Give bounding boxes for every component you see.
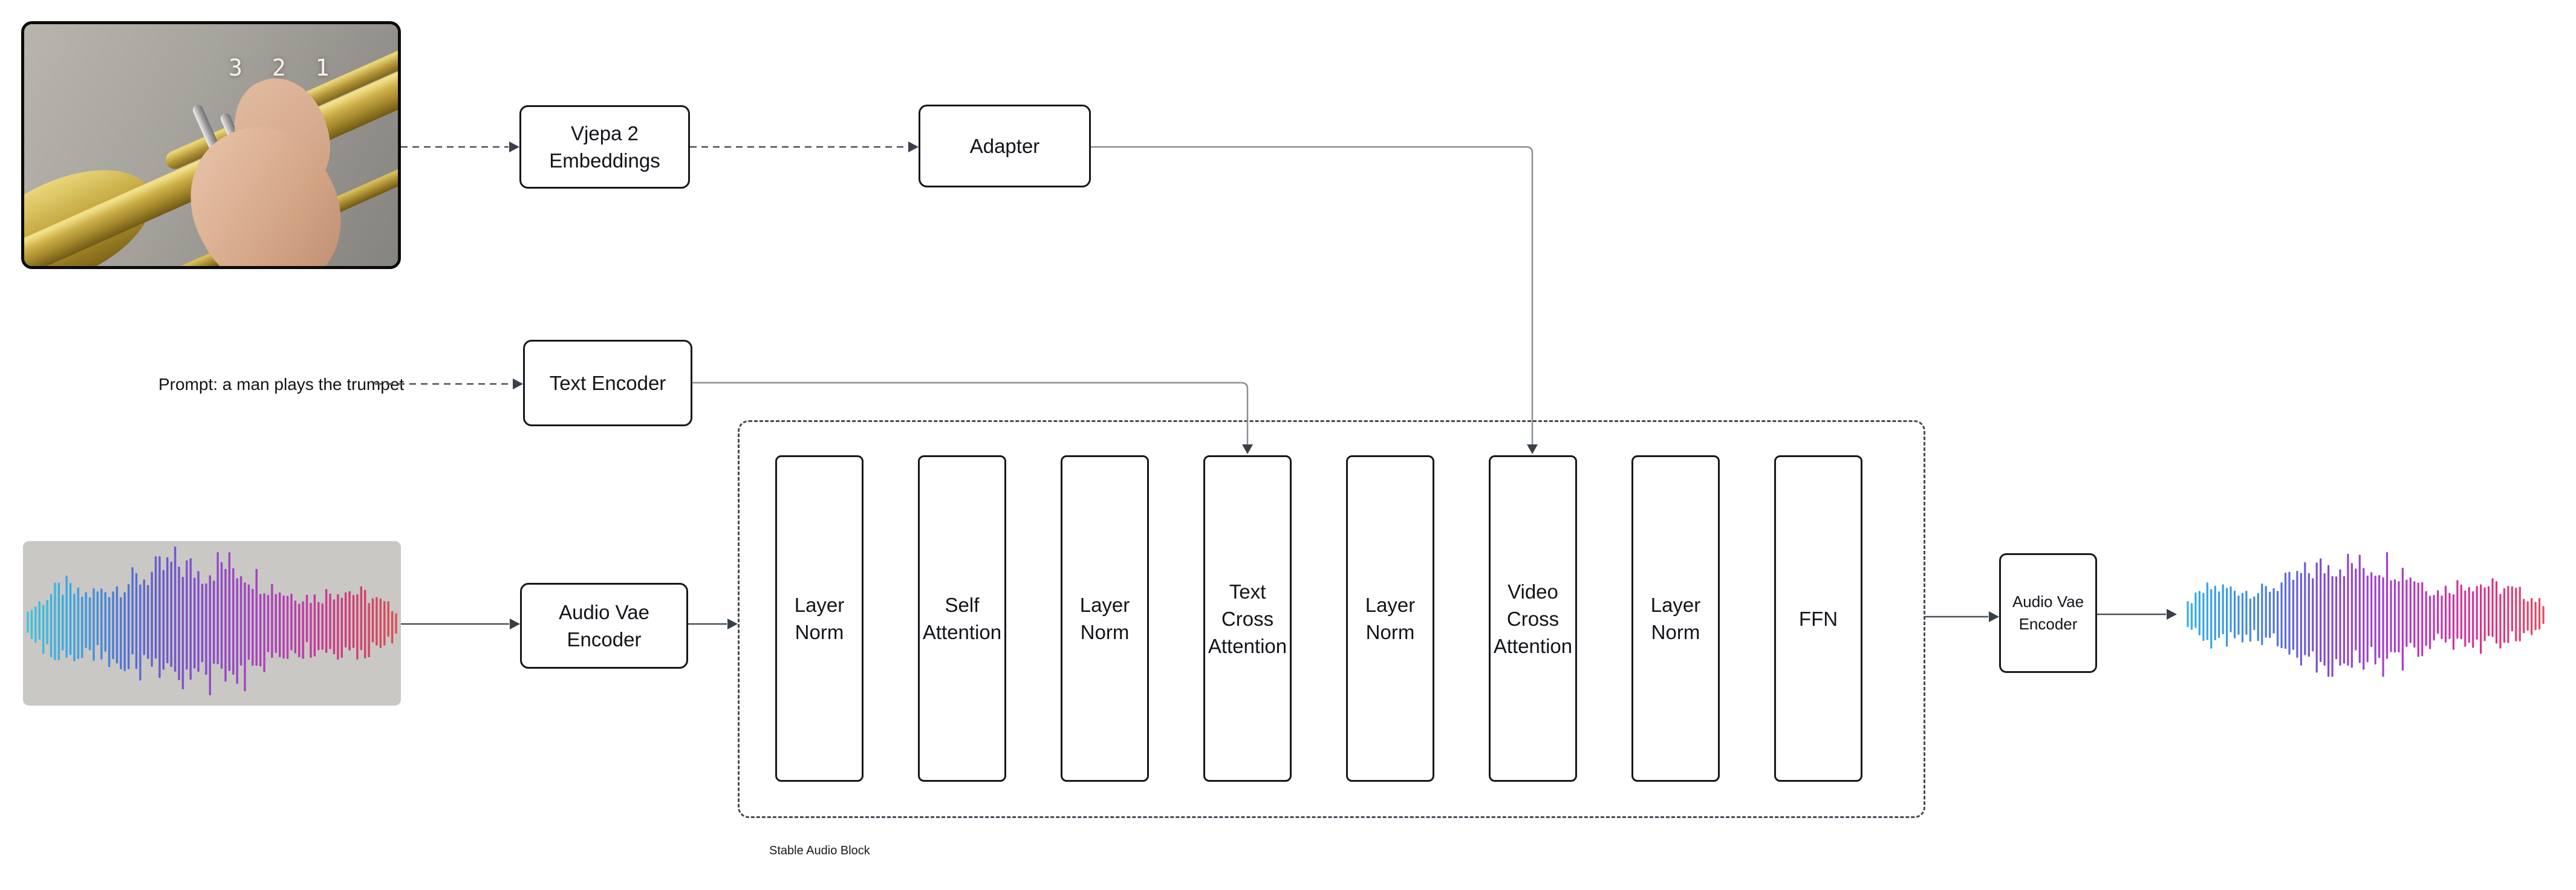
arrowhead	[509, 141, 519, 152]
input-audio-waveform	[23, 541, 401, 706]
countdown-overlay: 3 2 1	[229, 54, 337, 81]
layer-norm-3-box: Layer Norm	[1346, 455, 1434, 782]
audio-vae-encoder-label: Audio Vae Encoder	[559, 601, 649, 651]
output-waveform-svg	[2187, 551, 2545, 677]
layer-norm-3-label: Layer Norm	[1365, 594, 1416, 643]
layer-norm-1-box: Layer Norm	[775, 455, 864, 782]
video-cross-attention-box: Video Cross Attention	[1489, 455, 1577, 782]
text-cross-attention-box: Text Cross Attention	[1203, 455, 1292, 782]
arrowhead	[727, 619, 738, 629]
output-audio-waveform	[2183, 550, 2548, 678]
arrowhead	[1989, 611, 1999, 622]
arrowhead	[2167, 609, 2177, 620]
stable-audio-block-caption: Stable Audio Block	[769, 844, 870, 857]
text-encoder-label: Text Encoder	[549, 372, 666, 394]
audio-vae-encoder-output-node: Audio Vae Encoder	[1999, 553, 2097, 673]
video-cross-attention-label: Video Cross Attention	[1493, 580, 1573, 657]
self-attention-label: Self Attention	[922, 594, 1002, 643]
arrowhead	[908, 141, 919, 152]
layer-norm-2-box: Layer Norm	[1061, 455, 1149, 782]
layer-norm-4-box: Layer Norm	[1631, 455, 1720, 782]
input-waveform-svg	[27, 546, 397, 696]
layer-norm-1-label: Layer Norm	[794, 594, 845, 643]
ffn-box: FFN	[1774, 455, 1862, 782]
ffn-label: FFN	[1798, 607, 1838, 630]
adapter-label: Adapter	[969, 135, 1040, 157]
self-attention-box: Self Attention	[918, 455, 1006, 782]
adapter-to-video-cross-attention-arrow	[1091, 146, 1534, 444]
audio-vae-encoder-node: Audio Vae Encoder	[520, 583, 688, 669]
arrowhead	[510, 619, 520, 629]
vjepa-embeddings-label: Vjepa 2 Embeddings	[549, 122, 660, 172]
text-encoder-node: Text Encoder	[523, 340, 692, 426]
arrowhead	[513, 378, 523, 389]
layer-norm-4-label: Layer Norm	[1650, 594, 1701, 643]
vjepa-embeddings-node: Vjepa 2 Embeddings	[519, 105, 690, 189]
prompt-text: Prompt: a man plays the trumpet	[158, 375, 405, 394]
layer-norm-2-label: Layer Norm	[1079, 594, 1130, 643]
video-thumbnail: 3 2 1	[21, 21, 401, 269]
adapter-node: Adapter	[919, 105, 1091, 187]
text-cross-attention-label: Text Cross Attention	[1208, 580, 1287, 657]
audio-vae-encoder-output-label: Audio Vae Encoder	[2012, 593, 2084, 633]
stable-audio-block-container	[738, 420, 1925, 818]
